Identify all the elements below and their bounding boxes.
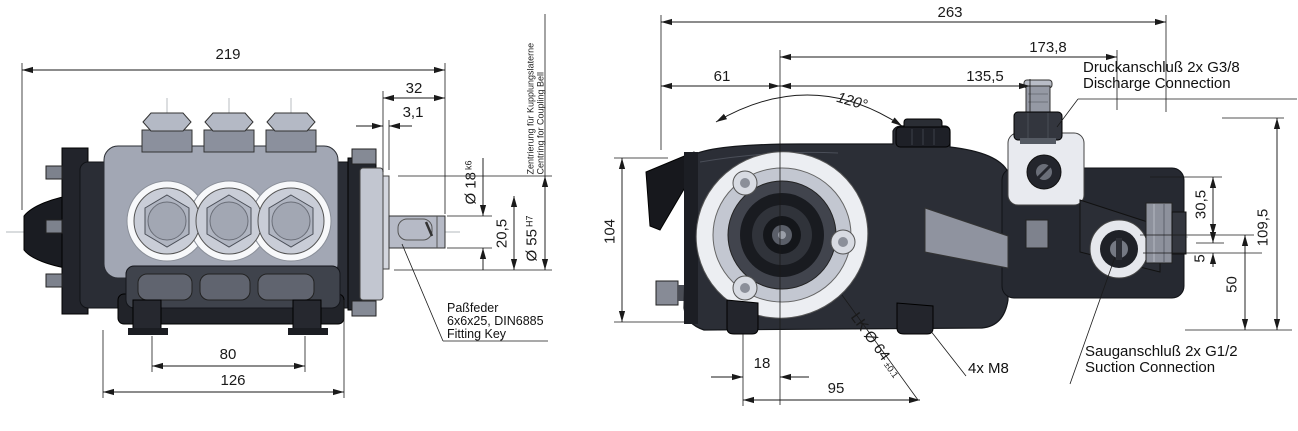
manifold-ports — [137, 273, 315, 301]
dim-text-135-5: 135,5 — [966, 68, 1004, 85]
bearing-flange — [695, 151, 869, 319]
dim-text-219: 219 — [215, 46, 241, 63]
drive-shaft — [388, 215, 446, 249]
dim-104 — [614, 157, 686, 323]
left-view-dimensions — [21, 14, 552, 398]
side-bolt — [655, 280, 679, 306]
right-view-dimensions — [614, 15, 1297, 406]
centering-label: Zentrierung für Kupplungslaterne Centrin… — [525, 42, 546, 175]
dim-80 — [151, 336, 306, 372]
dim-text-173-8: 173,8 — [1029, 39, 1067, 56]
filler-cap — [895, 118, 951, 148]
m8-bolts-label: 4x M8 — [968, 360, 1009, 377]
dim-text-109-5: 109,5 — [1254, 208, 1272, 247]
dim-text-80: 80 — [219, 346, 237, 363]
dim-text-126: 126 — [220, 372, 246, 389]
discharge-connection-label: Druckanschluß 2x G3/8 Discharge Connecti… — [1083, 59, 1240, 92]
mounting-feet-front — [726, 299, 934, 335]
m8-leader — [929, 329, 967, 377]
dim-18 — [711, 334, 809, 406]
crankcase-left-edge — [684, 152, 698, 324]
dim-text-263: 263 — [937, 4, 963, 21]
dim-173-8 — [780, 50, 1118, 110]
angle-arc-120 — [715, 94, 903, 127]
suction-connection-label: Sauganschluß 2x G1/2 Suction Connection — [1085, 343, 1238, 376]
discharge-assembly — [1007, 79, 1085, 206]
dim-text-61: 61 — [713, 68, 731, 85]
dim-shaft-diameter — [447, 158, 492, 270]
dim-30-5 — [1140, 176, 1254, 236]
discharge-leader — [1056, 98, 1297, 128]
dim-text-30-5: 30,5 — [1192, 189, 1210, 220]
mounting-feet-side — [128, 299, 328, 335]
dim-text-104: 104 — [601, 218, 619, 245]
keyway-notch — [424, 221, 434, 237]
drive-flange — [347, 148, 390, 317]
valve-plugs-top — [141, 112, 317, 153]
dim-text-32: 32 — [405, 80, 423, 97]
side-discharge-fitting — [1145, 202, 1187, 264]
fitting-key-label: Paßfeder 6x6x25, DIN6885 Fitting Key — [447, 301, 544, 341]
bolt-circle-leader — [841, 294, 919, 401]
dim-135-5 — [780, 79, 1031, 113]
dim-text-50: 50 — [1223, 276, 1241, 293]
dim-3-1 — [356, 120, 412, 170]
suction-port-boss — [1089, 219, 1149, 279]
dim-109-5 — [1185, 117, 1292, 331]
dim-32 — [382, 91, 445, 172]
dim-219 — [21, 63, 446, 214]
left-plate-bolts — [45, 165, 63, 288]
dim-126 — [102, 300, 345, 398]
dim-text-20-5: 20,5 — [493, 218, 511, 249]
dim-pilot-diameter — [394, 14, 552, 271]
plunger-housing-cone — [924, 207, 1009, 269]
dim-text-pilot-diameter: Ø 55H7 — [523, 215, 541, 262]
pump-front-view — [645, 79, 1187, 335]
dim-text-18: 18 — [753, 355, 771, 372]
dim-text-3-1: 3,1 — [402, 104, 424, 121]
head-nut — [1025, 219, 1049, 249]
dim-text-shaft-diameter: Ø 18k6 — [462, 160, 480, 205]
dim-263 — [660, 15, 1167, 150]
dim-text-95: 95 — [827, 380, 845, 397]
pump-side-view — [23, 112, 446, 335]
valve-caps — [126, 180, 332, 262]
suction-leader — [1069, 256, 1116, 385]
fitting-key-leader — [401, 243, 548, 342]
dim-text-5: 5 — [1191, 254, 1209, 263]
